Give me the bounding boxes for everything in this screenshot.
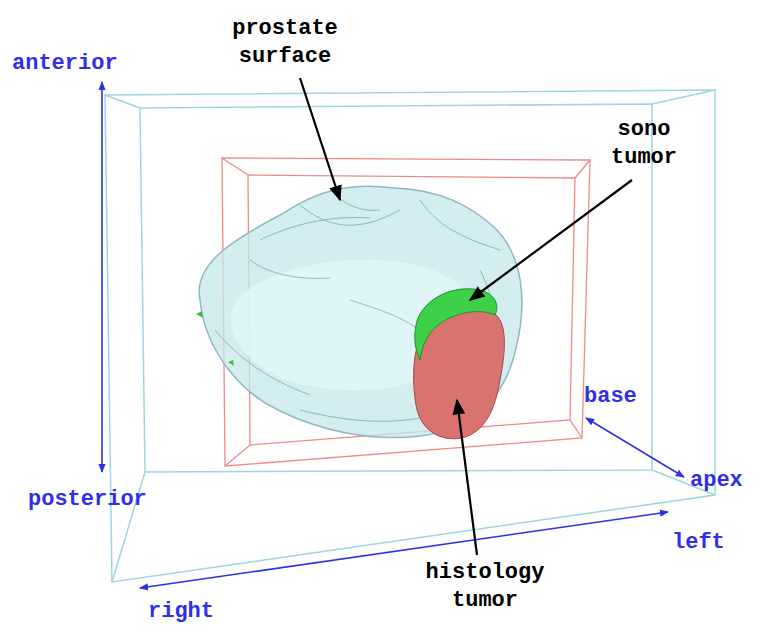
- axis-label: right: [148, 598, 238, 626]
- axis-label: base: [584, 383, 664, 411]
- axis-label: apex: [690, 467, 765, 495]
- axis-arrows: [102, 82, 684, 588]
- callout-label: histology tumor: [410, 559, 560, 615]
- callout-label: sono tumor: [598, 116, 690, 172]
- callout-label: prostate surface: [205, 15, 365, 71]
- leader-arrows: [300, 78, 632, 555]
- sono-tumor-shape: [415, 289, 497, 360]
- outer-box: [105, 90, 715, 582]
- axis-label: anterior: [12, 50, 142, 78]
- axis-label: left: [672, 529, 742, 557]
- axis-label: posterior: [28, 486, 168, 514]
